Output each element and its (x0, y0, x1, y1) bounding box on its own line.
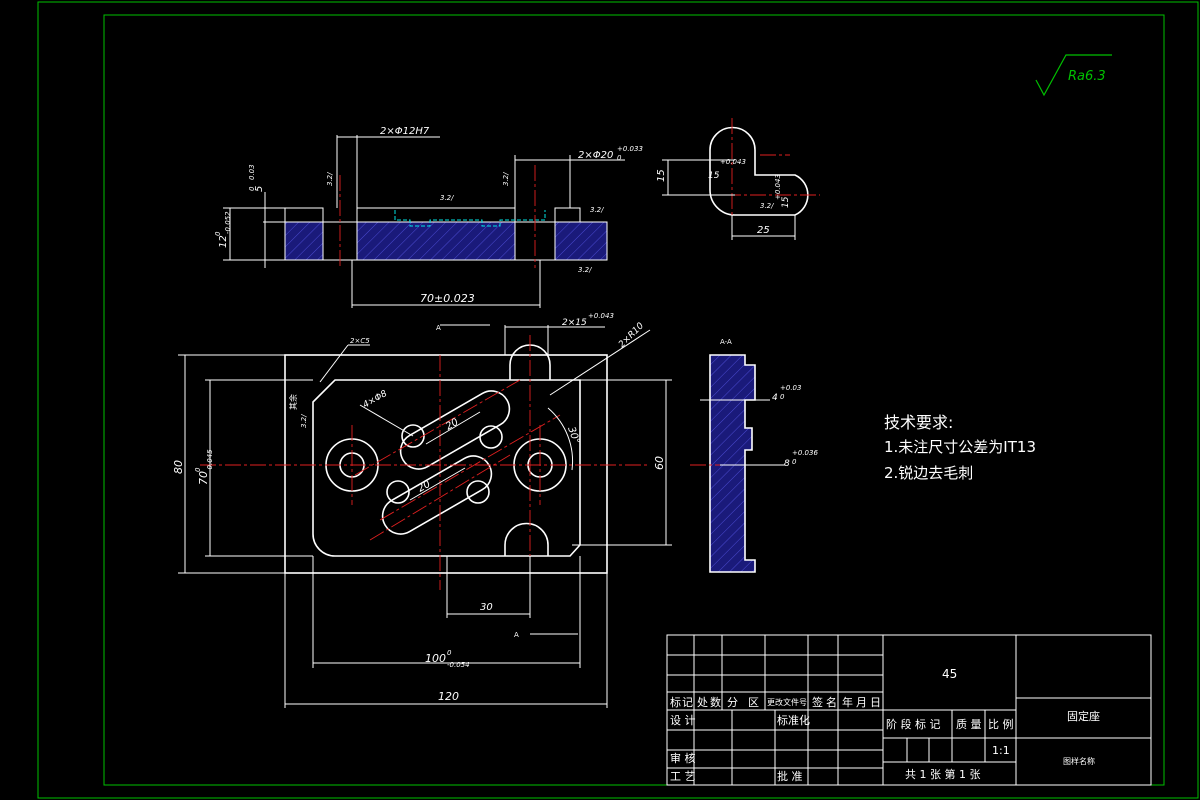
depth-tol-upper: 0.03 (248, 164, 256, 180)
rev-h-8: 名 (826, 695, 837, 709)
slot-side-label: 15 (656, 169, 667, 182)
holes-label: 4×Φ8 (362, 389, 390, 411)
rev-h-3: 数 (710, 696, 721, 709)
design-label: 设 计 (670, 714, 696, 727)
side-dim1: 4 (772, 393, 778, 403)
part-name: 固定座 (1067, 709, 1100, 723)
rough-right: 3.2/ (502, 172, 510, 186)
rev-h-9: 年 (842, 695, 853, 709)
hole2-tol-zero: 0 (617, 154, 622, 162)
process-label: 工 艺 (670, 770, 696, 783)
inner-frame (103, 14, 1165, 786)
scale-value: 1:1 (992, 744, 1010, 757)
slot-width-tol: +0.043 (720, 158, 746, 166)
rough-mid: 3.2/ (440, 194, 454, 202)
hole2-tol: +0.033 (617, 145, 643, 153)
slot-detail-view: 15 15 +0.043 15 +0.043 3.2/ 25 (656, 118, 820, 240)
side-dim2: 8 (784, 459, 790, 469)
note-item-2: 2.锐边去毛刺 (884, 464, 973, 482)
side-dim2-tol-zero: 0 (792, 458, 797, 466)
slot-height-tol: +0.043 (774, 174, 782, 200)
rev-h-4: 分 (727, 696, 738, 709)
height-tol: -0.052 (224, 211, 232, 234)
right-height-dim: 60 (653, 456, 666, 470)
angle-label: 30° (565, 425, 581, 445)
pitch-label-2: 20 (416, 479, 433, 495)
roughness-text: Ra6.3 (1068, 69, 1106, 84)
side-dim1-tol-zero: 0 (780, 393, 785, 401)
drawing-no: 图样名称 (1063, 756, 1095, 766)
rough-left: 3.2/ (326, 172, 334, 186)
rev-h-6: 更改文件号 (767, 697, 807, 707)
height-dim: 80 (172, 460, 185, 474)
rev-h-10: 月 (856, 696, 867, 709)
plan-view: 80 70 -0.045 0 3.2/ 其余 60 2×15 +0.043 2×… (172, 312, 672, 708)
depth-label: 5 (254, 186, 265, 192)
notes-heading: 技术要求: (884, 413, 953, 432)
rev-h-5: 区 (748, 696, 759, 709)
slot-tol: +0.043 (588, 312, 614, 320)
inner-width-tol: -0.054 (447, 661, 470, 669)
technical-notes: 技术要求: 1.未注尺寸公差为IT13 2.锐边去毛刺 (884, 413, 1036, 482)
stage-label: 阶 段 标 记 (886, 717, 941, 731)
height-tol-zero: 0 (214, 231, 222, 236)
height-label: 12 (218, 235, 229, 248)
spacing-label: 70±0.023 (420, 292, 475, 305)
inner-width-tol-zero: 0 (447, 649, 452, 657)
rough-small: 3.2/ (590, 206, 604, 214)
section-view: 2×Φ12H7 2×Φ20 +0.033 0 5 0.03 0 12 -0.05… (214, 126, 643, 308)
slot-length-label: 25 (757, 225, 770, 236)
offset-dim: 30 (480, 602, 493, 613)
roughness-symbol: Ra6.3 (1035, 54, 1112, 97)
inner-width-dim: 100 (425, 652, 446, 665)
rev-h-0: 标 (670, 695, 681, 709)
weight-label: 质 量 (956, 718, 982, 731)
standardize-label: 标准化 (777, 713, 810, 727)
chamfer-label: 2×C5 (350, 337, 370, 345)
inner-height-tol: -0.045 (206, 449, 214, 472)
approve-label: 批 准 (777, 769, 803, 783)
scale-label: 比 例 (988, 717, 1014, 731)
rev-h-11: 日 (870, 696, 881, 709)
audit-label: 审 核 (670, 751, 696, 765)
title-block: 45 标 记 处 数 分 区 更改文件号 签 名 年 月 日 设 计 标准化 审… (666, 634, 1152, 786)
hole-label: 2×Φ12H7 (380, 126, 430, 137)
side-dim2-tol: +0.036 (792, 449, 818, 457)
slot-width-label: 15 (708, 171, 720, 181)
pitch-label: 20 (444, 417, 461, 433)
note-item-1: 1.未注尺寸公差为IT13 (884, 438, 1036, 456)
rough-bottom: 3.2/ (578, 266, 592, 274)
slot-rough: 3.2/ (760, 202, 774, 210)
hole2-label: 2×Φ20 (578, 150, 613, 161)
slot-height-label: 15 (781, 196, 791, 208)
section-mark: A (436, 324, 441, 332)
rough-side: 3.2/ (300, 414, 308, 428)
rev-h-7: 签 (812, 695, 823, 709)
side-view: A-A 4 +0.03 0 8 +0.036 0 (690, 338, 818, 573)
inner-height-tol-zero: 0 (194, 467, 202, 472)
depth-tol-zero: 0 (248, 186, 256, 191)
inner-height-dim: 70 (197, 471, 210, 485)
slot-label: 2×15 (562, 318, 587, 328)
side-dim1-tol: +0.03 (780, 384, 801, 392)
sheets-label: 共 1 张 第 1 张 (905, 767, 980, 781)
width-dim: 120 (438, 690, 459, 703)
section-mark-bottom: A (514, 631, 519, 639)
outer-frame (37, 1, 1199, 799)
rev-h-2: 处 (697, 696, 708, 709)
material: 45 (942, 667, 957, 681)
rev-h-1: 记 (682, 696, 693, 709)
side-title: A-A (720, 338, 732, 346)
rough-side-text: 其余 (288, 394, 298, 410)
